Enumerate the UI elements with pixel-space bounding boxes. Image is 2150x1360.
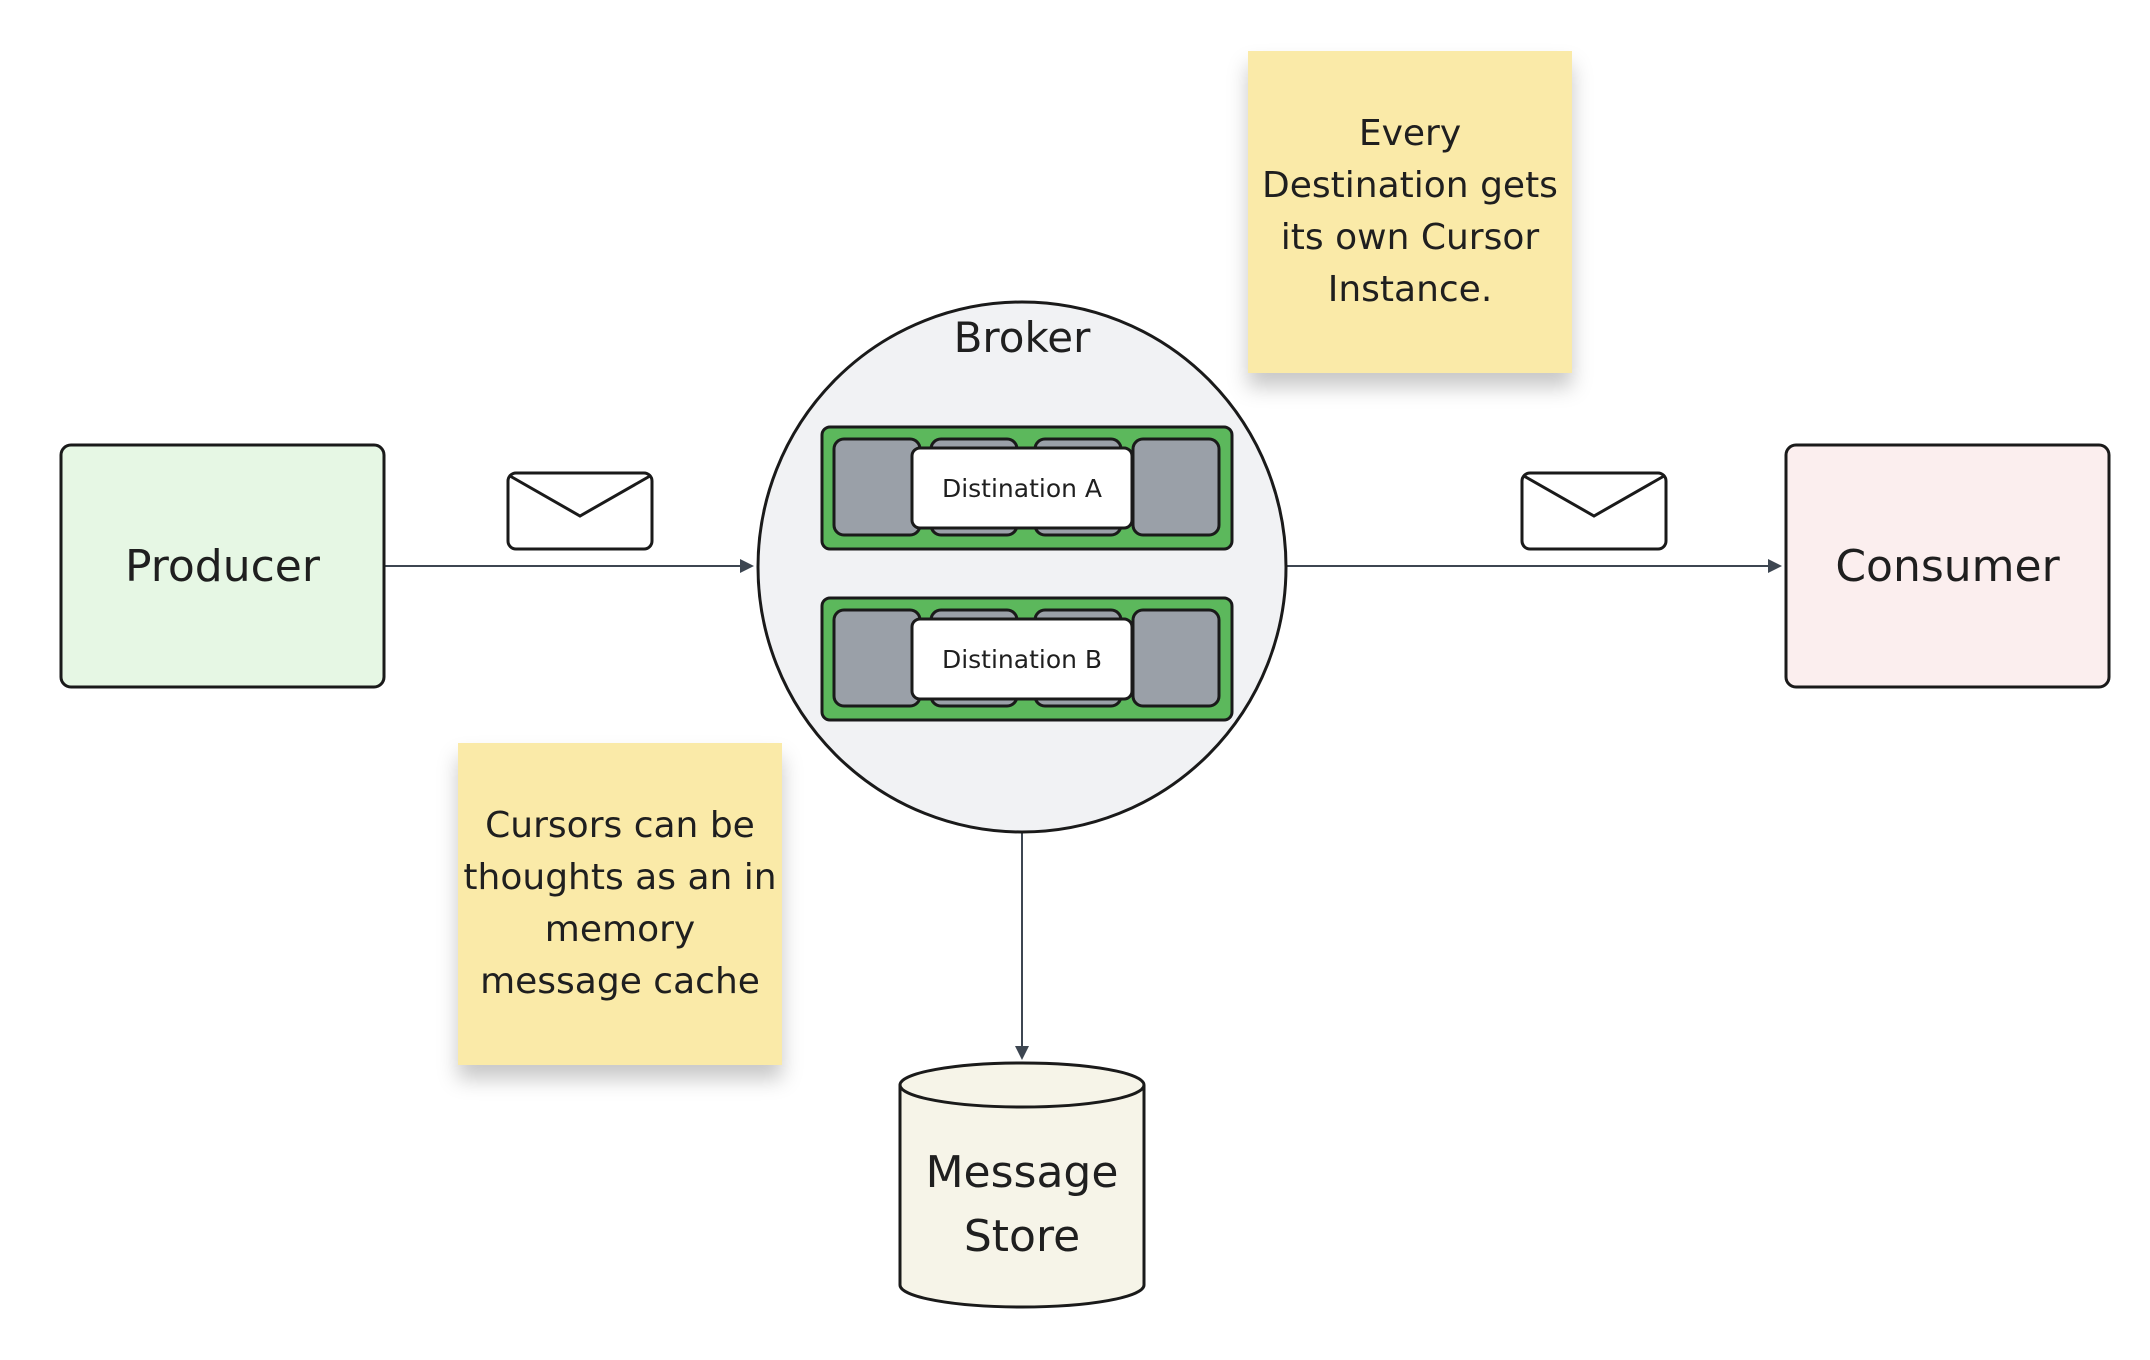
producer-node[interactable]	[59, 443, 386, 689]
envelope-icon	[1520, 471, 1668, 551]
consumer-label: Consumer	[1835, 540, 2060, 592]
destination-queue-a[interactable]	[820, 425, 1234, 551]
message-store-label: Message Store	[900, 1140, 1144, 1270]
envelope-icon	[506, 471, 654, 551]
consumer-node[interactable]	[1784, 443, 2111, 689]
sticky-note-top	[1248, 51, 1572, 373]
message-store-label-line2: Store	[963, 1211, 1081, 1262]
destination-queue-b[interactable]	[820, 596, 1234, 722]
sticky-note-bottom-text: Cursors can be thoughts as an in memory …	[463, 805, 777, 1002]
producer-label: Producer	[125, 540, 320, 592]
sticky-note-top-text: Every Destination gets its own Cursor In…	[1262, 113, 1558, 310]
destination-a-label: Distination A	[941, 473, 1103, 503]
message-store-node[interactable]	[898, 1061, 1146, 1309]
message-store-label-line1: Message	[925, 1147, 1119, 1198]
broker-label: Broker	[953, 312, 1091, 362]
sticky-note-bottom	[458, 743, 782, 1065]
broker-node[interactable]	[756, 300, 1288, 834]
destination-b-label: Distination B	[941, 644, 1103, 674]
